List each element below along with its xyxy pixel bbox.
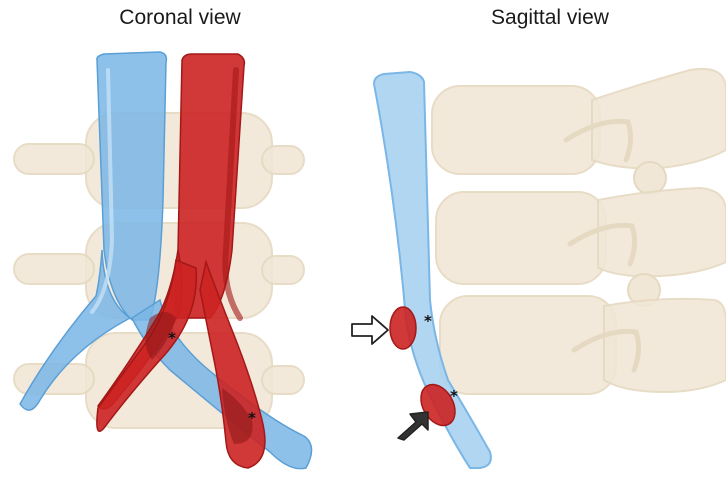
filled-arrow-icon (398, 412, 428, 440)
sagittal-vertebrae (432, 69, 726, 394)
coronal-panel: * * (14, 52, 312, 469)
sagittal-panel: * * (352, 69, 726, 468)
sagittal-vertebra-middle (436, 188, 726, 306)
open-arrow-icon (352, 316, 388, 344)
sagittal-marker-lower: * (450, 387, 458, 405)
sagittal-artery-cross-section-upper (390, 307, 416, 349)
coronal-marker-upper: * (168, 329, 176, 347)
coronal-marker-lower: * (248, 409, 256, 427)
sagittal-marker-upper: * (424, 312, 432, 330)
